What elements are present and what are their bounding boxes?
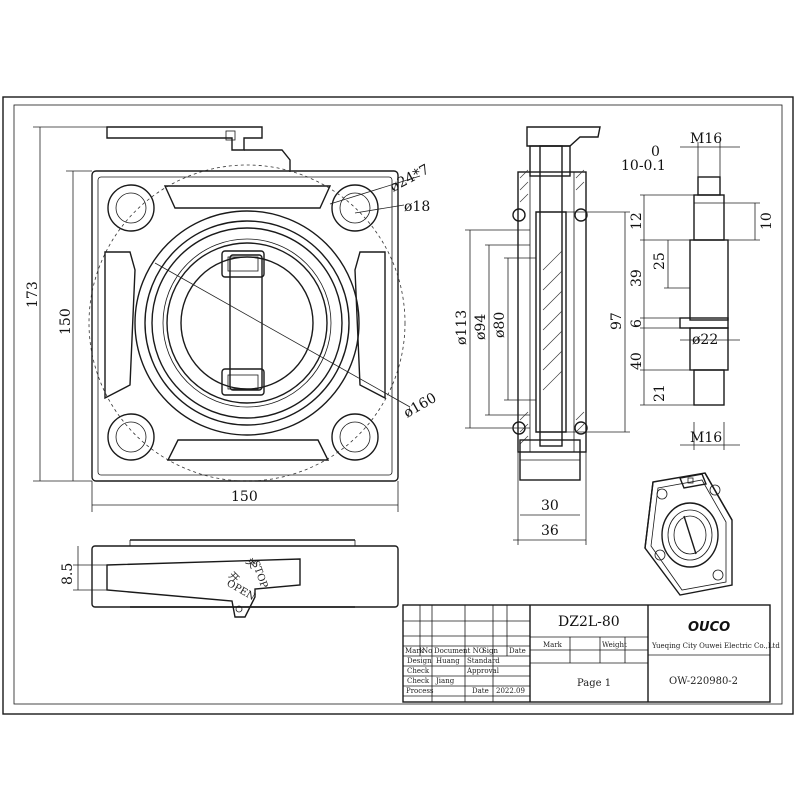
dim-36: 36 — [541, 523, 559, 539]
dim-8-5: 8.5 — [60, 563, 76, 585]
handle-stop-en: STOP — [249, 559, 269, 590]
tb-mark-label: Mark — [543, 641, 563, 649]
tb-row-date: Date — [472, 687, 489, 695]
dim-d80: ø80 — [492, 312, 508, 338]
bottom-view — [73, 539, 399, 618]
dim-shaft-25: 25 — [652, 252, 668, 270]
dim-shaft-tol-top: 0 — [651, 144, 660, 160]
company-name: Yueqing City Ouwei Electric Co.,Ltd — [651, 642, 780, 650]
tb-row-process: Process — [406, 687, 434, 695]
front-view — [88, 126, 421, 482]
tb-design-name: Huang — [436, 657, 460, 665]
tb-header-no: No — [422, 647, 432, 655]
dim-shaft-10: 10 — [759, 212, 775, 230]
dim-shaft-tol-bottom: 10-0.1 — [621, 158, 666, 174]
dim-shaft-40: 40 — [629, 352, 645, 370]
front-dimensions — [33, 126, 399, 512]
tb-row-standard: Standard — [467, 657, 500, 665]
dim-shaft-12: 12 — [629, 212, 645, 230]
tb-row-check1: Check — [407, 667, 430, 675]
tb-row-check2: Check — [407, 677, 430, 685]
handle-open-en: OPEN — [225, 578, 258, 603]
company-logo: OUCO — [688, 620, 730, 635]
tb-header-sign: Sign — [482, 647, 499, 655]
tb-page: Page 1 — [577, 678, 611, 689]
dim-bolt-holes: ø24*7 — [387, 162, 432, 196]
dim-shaft-d22: ø22 — [692, 332, 718, 348]
drawing-inner-frame — [13, 104, 783, 705]
tb-row-approval: Approval — [466, 667, 500, 675]
dim-shaft-6: 6 — [629, 319, 645, 328]
drawing-frame — [2, 96, 794, 715]
dim-shaft-39: 39 — [629, 269, 645, 287]
dim-shaft-m16-top: M16 — [690, 131, 722, 147]
tb-header-mark: Mark — [405, 647, 425, 655]
dim-shaft-21: 21 — [652, 384, 668, 402]
tb-drawing-no: OW-220980-2 — [669, 676, 738, 687]
dim-shaft-m16-bottom: M16 — [690, 430, 722, 446]
dim-30: 30 — [541, 498, 559, 514]
dim-hole-dia: ø18 — [404, 199, 430, 215]
isometric-view — [644, 472, 733, 596]
tb-model: DZ2L-80 — [558, 614, 620, 630]
tb-date-value: 2022.09 — [496, 687, 525, 695]
tb-check-name: Jiang — [435, 677, 455, 685]
dim-pcd: ø160 — [401, 390, 439, 421]
dim-d94: ø94 — [473, 314, 489, 340]
tb-weight-label: Weight — [602, 641, 627, 649]
tb-header-document: Document NO — [434, 647, 485, 655]
tb-row-design: Design — [407, 657, 432, 665]
dim-97: 97 — [609, 312, 625, 330]
dim-150-vertical: 150 — [58, 308, 74, 335]
dim-d113: ø113 — [454, 310, 470, 345]
side-view — [512, 126, 601, 481]
tb-header-date: Date — [509, 647, 526, 655]
shaft-detail — [640, 142, 760, 450]
dim-173: 173 — [25, 281, 41, 308]
title-block — [402, 604, 771, 703]
dim-150-horizontal: 150 — [231, 489, 258, 505]
side-dimensions — [465, 211, 630, 545]
